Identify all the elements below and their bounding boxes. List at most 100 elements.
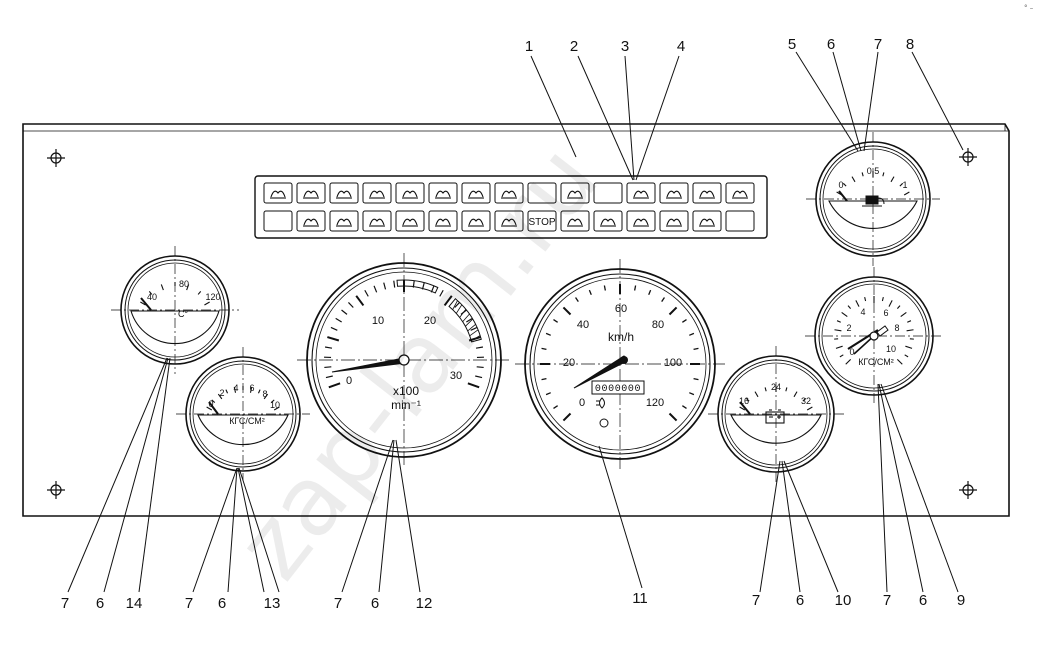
air-pressure-gauge-tick — [905, 345, 913, 349]
tachometer-labels: 0 10 20 30 x100 min⁻¹ — [346, 315, 462, 412]
indicator-lamp — [263, 182, 293, 204]
voltmeter — [708, 346, 844, 482]
turn-signal-icon-glyph — [468, 190, 484, 198]
voltmeter-tick — [754, 391, 759, 398]
oil-pressure-gauge-window — [197, 414, 289, 446]
temperature-gauge-tick — [204, 301, 210, 306]
oil-pressure-gauge-tick — [225, 389, 229, 394]
speedometer-tick — [693, 377, 699, 381]
air-pressure-gauge-pivot — [869, 331, 879, 341]
voltmeter-labels: 16 24 32 — [739, 382, 811, 424]
tachometer-tick — [470, 326, 478, 331]
tacho-scale-label: 0 — [346, 375, 352, 387]
fuel-gauge-needle — [838, 190, 848, 202]
callout-numbers-top: 1 2 3 4 5 6 7 8 — [525, 36, 914, 55]
fog-light-icon — [369, 190, 385, 199]
trailer-brake-icon — [633, 218, 649, 227]
temperature-gauge-labels: 40 80 120 C° — [147, 279, 221, 319]
volt-scale-label: 24 — [771, 382, 781, 392]
air-pressure-gauge-tick — [847, 305, 852, 309]
callout-label: 6 — [919, 592, 927, 609]
air-pressure-gauge-tick — [907, 320, 912, 323]
volt-scale-label: 32 — [801, 396, 811, 406]
fuel-gauge-tick — [899, 182, 904, 187]
speedo-scale-label: 20 — [563, 357, 575, 369]
air-scale-label: 8 — [894, 323, 899, 333]
brake-icon — [567, 218, 583, 227]
callout-label: 7 — [874, 36, 882, 53]
indicator-lamp — [560, 210, 590, 232]
air-scale-label: 10 — [886, 344, 896, 354]
side-light-icon-glyph — [435, 190, 451, 198]
tachometer-red-band-hatch — [452, 300, 458, 310]
speedometer-tick — [553, 405, 559, 409]
tacho-unit-multiplier: x100 — [393, 384, 419, 398]
heater-grid-icon — [303, 218, 319, 227]
high-beam-icon — [336, 190, 352, 199]
indicator-lamp — [329, 182, 359, 204]
oil-pressure-gauge-tick — [273, 406, 280, 411]
speedometer-tick — [545, 392, 551, 396]
side-light-icon — [435, 190, 451, 199]
speedometer-tick — [693, 347, 699, 351]
temperature-gauge-tick — [140, 301, 146, 306]
tacho-scale-label: 20 — [424, 315, 436, 327]
oil-pressure-gauge-tick — [249, 386, 253, 393]
speedometer-tick — [603, 285, 607, 291]
indicator-lamp — [461, 182, 491, 204]
tachometer-red-band-hatch — [455, 304, 463, 314]
callout-label: 10 — [835, 592, 852, 609]
speedo-headlight-icon — [596, 397, 605, 409]
oil-pressure-gauge-tick — [217, 393, 223, 400]
callout-label: 1 — [525, 38, 533, 55]
callout-label: 7 — [185, 595, 193, 612]
temperature-gauge-needle — [140, 297, 152, 311]
rear-fog-icon-glyph — [567, 190, 583, 198]
voltmeter-tick — [793, 391, 798, 398]
tachometer-tick — [467, 382, 480, 389]
diff-lock-icon — [633, 190, 649, 199]
air-scale-label: 4 — [860, 307, 865, 317]
indicator-lamp — [428, 182, 458, 204]
indicator-lamp — [395, 182, 425, 204]
tachometer-red-band-hatch — [462, 313, 470, 323]
callout-label: 13 — [264, 595, 281, 612]
fuel-gauge-tick — [890, 176, 895, 183]
speedometer-tick — [562, 412, 572, 422]
air-pressure-gauge-tick — [904, 354, 909, 358]
air-pressure-gauge-tick — [841, 312, 848, 318]
air-pressure-gauge-tick — [888, 300, 893, 307]
voltmeter-face — [724, 362, 828, 466]
stop-label: STOP — [528, 217, 555, 228]
temp-scale-label: 40 — [147, 292, 157, 302]
tachometer-tick — [443, 295, 453, 307]
leader-lines — [67, 51, 964, 593]
indicator-lamp — [725, 210, 755, 232]
tachometer-green-band — [396, 279, 439, 294]
tachometer-red-band-hatch — [469, 329, 479, 337]
indicator-lamp-frame — [593, 182, 623, 204]
indicator-lamp — [659, 210, 689, 232]
temperature-gauge-tick — [160, 284, 164, 291]
screw-icon — [47, 149, 65, 167]
tachometer-tick — [355, 295, 365, 307]
callout-label: 6 — [371, 595, 379, 612]
callout-label: 9 — [957, 592, 965, 609]
speedometer-labels: 0 20 40 60 80 100 120 km/h 0000000 — [563, 303, 682, 428]
fuel-gauge-tick — [882, 172, 885, 177]
screw-icon — [959, 481, 977, 499]
indicator-lamp — [329, 210, 359, 232]
speedometer-tick — [681, 405, 687, 409]
indicator-lamp — [362, 210, 392, 232]
oil-pressure-gauge-labels: 0 2 4 6 8 10 КГС/СМ² — [208, 383, 280, 426]
fuel-scale-label: 0 — [838, 180, 843, 190]
oil-pressure-gauge — [176, 347, 310, 481]
speedometer-tick — [545, 332, 551, 336]
speedometer-tick — [681, 319, 687, 323]
oil-unit: КГС/СМ² — [229, 416, 265, 426]
callout-label: 7 — [61, 595, 69, 612]
indicator-lamp-frame — [725, 210, 755, 232]
air-pressure-gauge-tick — [906, 329, 914, 332]
indicator-lamp-frame — [263, 210, 293, 232]
screw-icon — [959, 148, 977, 166]
